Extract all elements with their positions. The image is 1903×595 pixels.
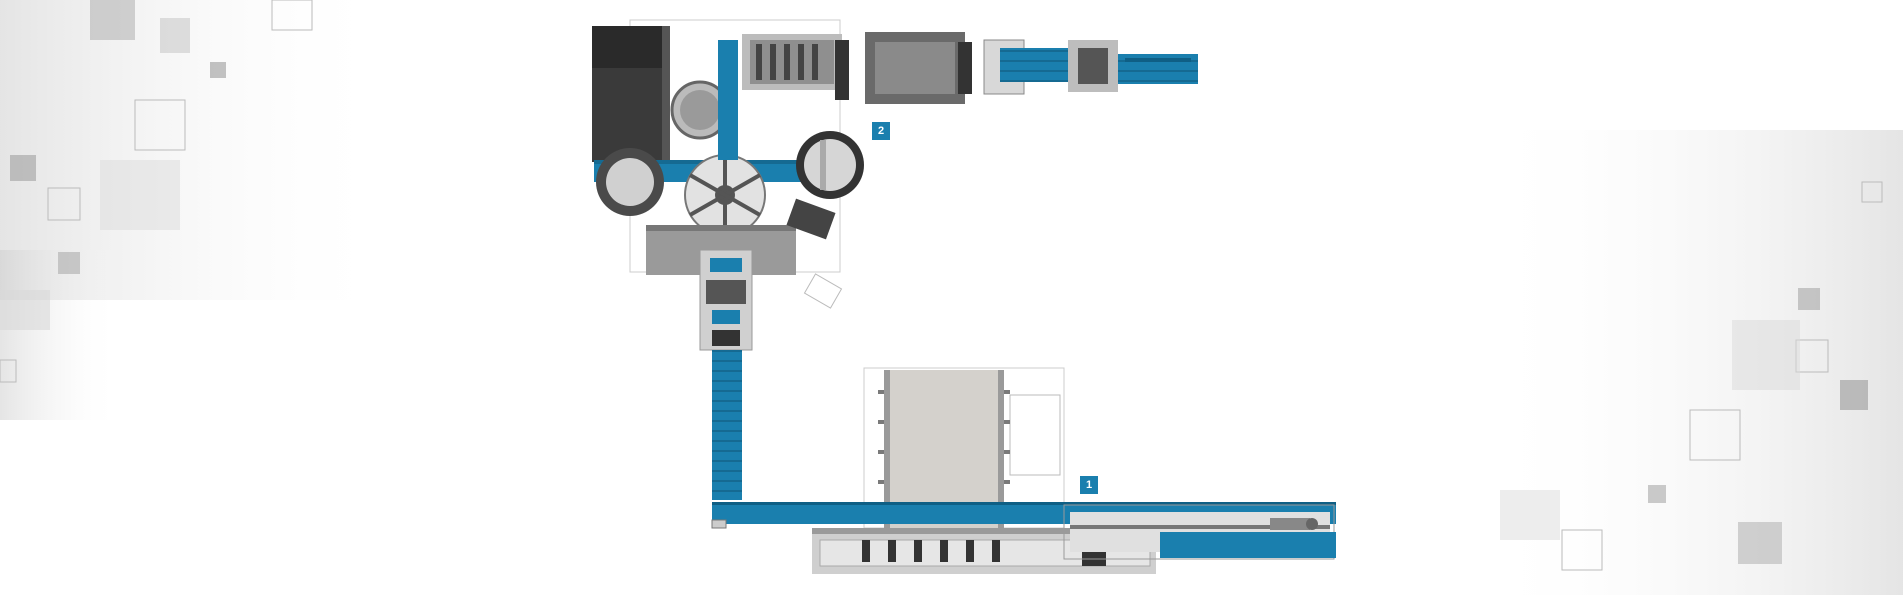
background-tiles-right (1480, 130, 1903, 595)
machine-2-enclosure (865, 32, 972, 104)
vertical-transfer-conveyor (699, 249, 753, 500)
marker-1-label: 1 (1085, 479, 1093, 491)
machine-2-station (592, 19, 864, 309)
marker-2-label: 2 (877, 125, 885, 137)
marker-1 (1080, 476, 1098, 494)
marker-2 (872, 122, 890, 140)
machine-2-feed-conveyor (983, 39, 1198, 95)
machine-1-station (711, 367, 1336, 574)
background-tiles-left (0, 0, 390, 420)
